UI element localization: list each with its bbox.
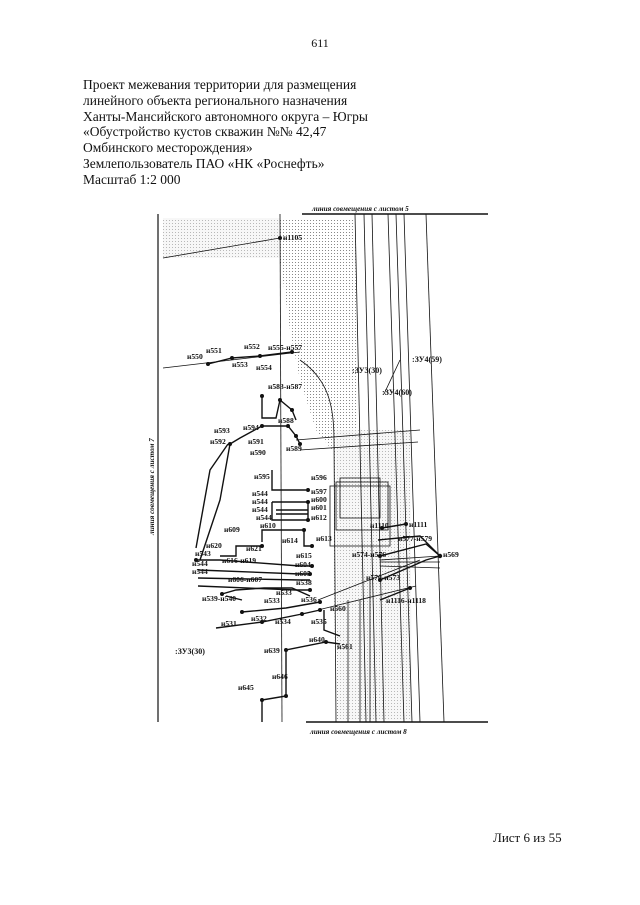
point-label: н577-н579 xyxy=(398,534,432,543)
point-label: н590 xyxy=(250,448,266,457)
point-label: н1110 xyxy=(370,521,389,530)
point-label: н605 xyxy=(295,569,311,578)
point-label: н596 xyxy=(311,473,327,482)
point-label: н639 xyxy=(264,646,280,655)
point-label: н1111 xyxy=(409,520,428,529)
point-label: н554 xyxy=(256,363,272,372)
point-label: н544 xyxy=(252,489,268,498)
point-label: н560 xyxy=(330,604,346,613)
point-label: н1105 xyxy=(283,233,302,242)
match-line-top-label: линия совмещения с листом 5 xyxy=(311,205,409,213)
point-label: н583-н587 xyxy=(268,382,302,391)
page-number: 611 xyxy=(311,36,329,50)
point-label: н606-н607 xyxy=(228,575,262,584)
sheet-number: Лист 6 из 55 xyxy=(493,830,562,845)
point-label: н640 xyxy=(309,635,325,644)
point-label: н536 xyxy=(301,595,317,604)
header-line: линейного объекта регионального назначен… xyxy=(83,92,348,108)
dotted-area-corridor xyxy=(336,430,412,720)
point-label: н600 xyxy=(311,495,327,504)
point-label: н614 xyxy=(282,536,298,545)
point-label: н610 xyxy=(260,521,276,530)
point-label: н539-н540 xyxy=(202,594,236,603)
point-label: н621 xyxy=(246,544,262,553)
document-header: Проект межевания территории для размещен… xyxy=(83,77,443,188)
point-label: н615 xyxy=(296,551,312,560)
point-label: н550 xyxy=(187,352,203,361)
point-label: н601 xyxy=(311,503,327,512)
point-label: н1116-н1118 xyxy=(386,596,426,605)
point-label: н552 xyxy=(244,342,260,351)
point-label: н544 xyxy=(192,559,208,568)
point-label: н533 xyxy=(264,596,280,605)
point-label: н591 xyxy=(248,437,264,446)
zone-label: :ЗУ4(60) xyxy=(382,388,412,397)
point-label: н609 xyxy=(224,525,240,534)
scale-line: Масштаб 1:2 000 xyxy=(83,171,181,187)
point-label: н544 xyxy=(256,513,272,522)
point-label: н570-н573 xyxy=(366,573,400,582)
point-label: н612 xyxy=(311,513,327,522)
point-label: н616-н619 xyxy=(222,556,256,565)
point-label: н551 xyxy=(206,346,222,355)
point-label: н534 xyxy=(275,617,291,626)
point-label: н593 xyxy=(214,426,230,435)
header-line: Проект межевания территории для размещен… xyxy=(83,77,357,92)
zone-label: :ЗУ3(30) xyxy=(352,366,382,375)
point-label: н613 xyxy=(316,534,332,543)
point-label: н604 xyxy=(295,560,311,569)
point-label: н544 xyxy=(192,567,208,576)
point-label: н531 xyxy=(221,619,237,628)
corridor-lines xyxy=(279,213,445,723)
map-fill-areas xyxy=(163,218,412,720)
point-label: н544 xyxy=(252,497,268,506)
point-label: н645 xyxy=(238,683,254,692)
map-frame xyxy=(157,213,488,723)
point-label: н574-н576 xyxy=(352,550,386,559)
point-label: н620 xyxy=(206,541,222,550)
point-labels: н1105 н551 н550 н552 н553 н554 н555-н557… xyxy=(187,233,459,692)
point-label: н535 xyxy=(311,617,327,626)
point-label: н589 xyxy=(286,444,302,453)
point-label: н561 xyxy=(337,642,353,651)
boundary-points xyxy=(194,236,443,702)
point-label: н532 xyxy=(251,614,267,623)
header-line: Омбинского месторождения» xyxy=(83,140,253,156)
zone-label: :ЗУ3(30) xyxy=(175,647,205,656)
header-line: Ханты-Мансийского автономного округа – Ю… xyxy=(83,108,368,124)
point-label: н569 xyxy=(443,550,459,559)
point-label: н533 xyxy=(276,588,292,597)
point-label: н553 xyxy=(232,360,248,369)
match-line-left-label: линия совмещения с листом 7 xyxy=(148,438,156,536)
point-label: н595 xyxy=(254,472,270,481)
point-label: н594 xyxy=(243,423,259,432)
point-label: н588 xyxy=(278,416,294,425)
point-label: н646 xyxy=(272,672,288,681)
point-label: н597 xyxy=(311,487,327,496)
point-label: н538 xyxy=(296,578,312,587)
point-label: н592 xyxy=(210,437,226,446)
header-line: Землепользователь ПАО «НК «Роснефть» xyxy=(83,155,325,171)
zone-label: :ЗУ4(59) xyxy=(412,355,442,364)
point-label: н543 xyxy=(195,549,211,558)
match-line-bottom-label: линия совмещения с листом 8 xyxy=(309,728,407,736)
header-line: «Обустройство кустов скважин №№ 42,47 xyxy=(83,124,327,140)
point-label: н544 xyxy=(252,505,268,514)
point-label: н555-н557 xyxy=(268,343,302,352)
